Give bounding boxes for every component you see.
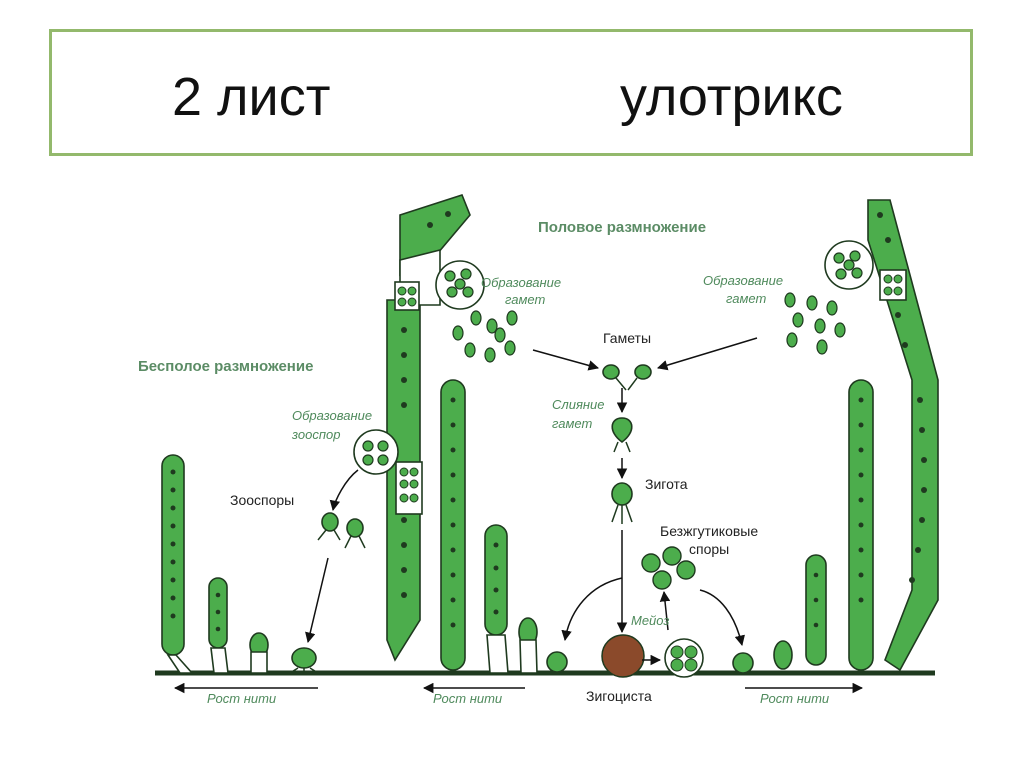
fusion-label-line1: Слияние bbox=[552, 397, 605, 412]
filament-right-small-2 bbox=[805, 554, 827, 666]
zygocyst bbox=[601, 634, 645, 678]
filament-right-mid bbox=[848, 379, 874, 671]
gametes-label: Гаметы bbox=[603, 330, 651, 346]
aflagellate-spores-label-line1: Безжгутиковые bbox=[660, 523, 758, 539]
settled-spore-left bbox=[546, 651, 568, 673]
sexual-reproduction-heading: Половое размножение bbox=[538, 219, 706, 236]
slide-topic-title: улотрикс bbox=[620, 67, 843, 127]
filament-right-small-1 bbox=[773, 640, 793, 670]
arrows bbox=[173, 337, 864, 694]
aflagellate-spores bbox=[641, 546, 696, 590]
zygote-cell bbox=[611, 482, 633, 524]
filament-growth-label-2: Рост нити bbox=[433, 691, 502, 706]
aflagellate-spores-label-line2: споры bbox=[689, 541, 729, 557]
filament-bud-left bbox=[249, 632, 269, 674]
filament-growth-label-1: Рост нити bbox=[207, 691, 276, 706]
filament-mid-2 bbox=[484, 524, 509, 674]
gamete-fusion bbox=[611, 417, 633, 453]
meiosis-tetrad bbox=[664, 638, 704, 678]
zoospore-formation-line1: Образование bbox=[292, 408, 372, 423]
asexual-reproduction-heading: Бесполое размножение bbox=[138, 358, 313, 375]
filament-tall-right bbox=[824, 199, 939, 672]
meiosis-label: Мейоз bbox=[631, 613, 669, 628]
gametes-right-cluster bbox=[784, 292, 846, 355]
zygocyst-label: Зигоциста bbox=[586, 688, 652, 704]
gamete-formation-right-line2: гамет bbox=[726, 291, 766, 306]
filament-small-left bbox=[208, 577, 229, 674]
title-frame: 2 лист улотрикс bbox=[49, 29, 973, 156]
filament-tall-left bbox=[353, 194, 485, 662]
filament-mid-1 bbox=[440, 379, 466, 671]
zoospore-formation-line2: зооспор bbox=[291, 427, 340, 442]
zygote-label: Зигота bbox=[645, 476, 688, 492]
gametes-left-cluster bbox=[452, 310, 518, 363]
filament-far-left bbox=[161, 454, 194, 674]
filament-growth-label-3: Рост нити bbox=[760, 691, 829, 706]
filament-mid-3 bbox=[518, 617, 538, 674]
zoospores-pair bbox=[317, 512, 366, 549]
settled-zoospore bbox=[289, 647, 319, 674]
gamete-formation-left-line1: Образование bbox=[481, 275, 561, 290]
gamete-formation-right-line1: Образование bbox=[703, 273, 783, 288]
slide-number-title: 2 лист bbox=[172, 67, 331, 127]
gametes-pair bbox=[602, 364, 652, 391]
gamete-formation-left-line2: гамет bbox=[505, 292, 545, 307]
fusion-label-line2: гамет bbox=[552, 416, 592, 431]
settled-spore-right bbox=[732, 652, 754, 674]
zoospores-label: Зооспоры bbox=[230, 492, 294, 508]
